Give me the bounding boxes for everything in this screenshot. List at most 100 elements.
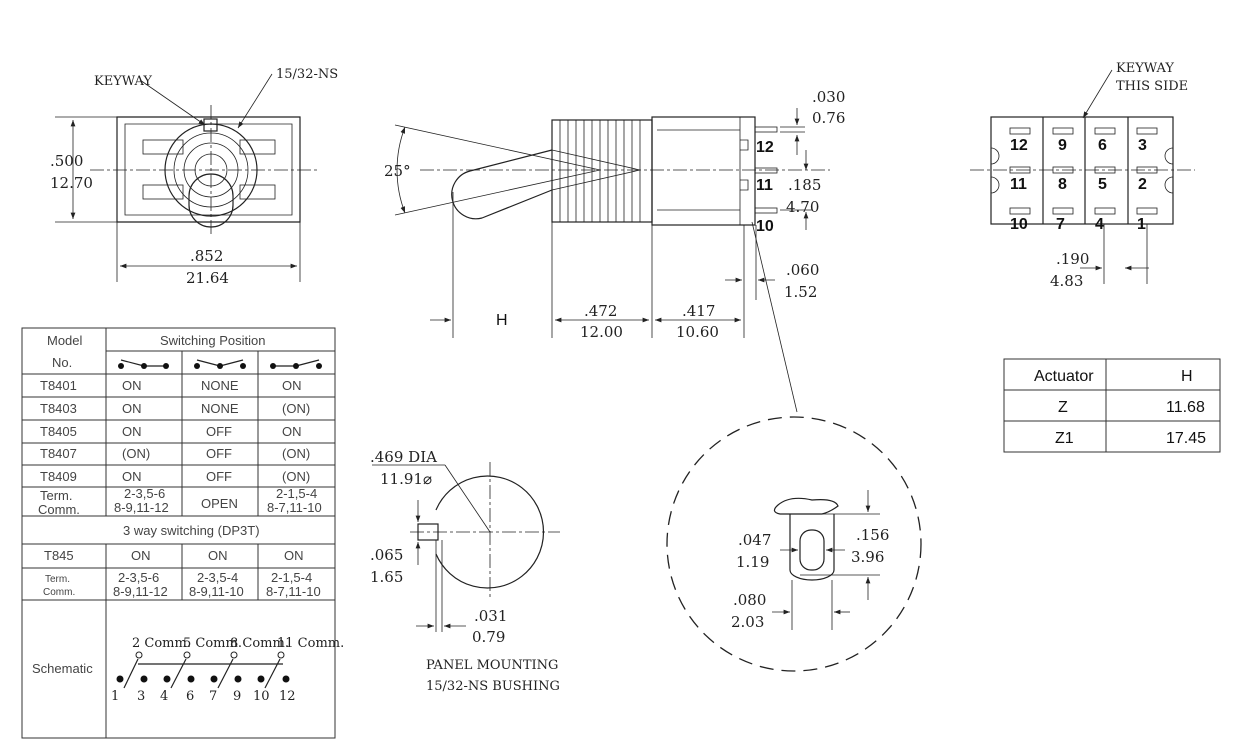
svg-text:11 Comm.: 11 Comm. — [277, 636, 344, 651]
bushing-mm: 12.00 — [580, 323, 623, 341]
svg-text:1: 1 — [111, 689, 119, 704]
body-in: .417 — [682, 302, 715, 320]
schematic-label: Schematic — [32, 661, 93, 676]
svg-text:12: 12 — [279, 689, 296, 704]
panel-flat-mm: 1.65 — [370, 568, 403, 586]
term-len-mm: 1.52 — [784, 283, 817, 301]
svg-text:OPEN: OPEN — [201, 496, 238, 511]
term-thick-mm: 0.76 — [812, 109, 845, 127]
term-thick-in: .030 — [812, 88, 845, 106]
detail-h-in: .156 — [856, 526, 889, 544]
svg-text:OFF: OFF — [206, 469, 232, 484]
detail-w-mm: 1.19 — [736, 553, 769, 571]
position-2-icon — [194, 359, 246, 369]
panel-mounting: .469 DIA 11.91⌀ .065 1.65 .031 0.79 PANE… — [370, 448, 560, 694]
terminal-10: 10 — [756, 218, 774, 235]
pin-2: 2 — [1138, 176, 1147, 193]
width-in: .852 — [190, 247, 223, 265]
height-in: .500 — [50, 152, 83, 170]
spacing-mm: 4.83 — [1050, 272, 1083, 290]
panel-key-mm: 0.79 — [472, 628, 505, 646]
svg-text:NONE: NONE — [201, 378, 239, 393]
pin-5: 5 — [1098, 176, 1107, 193]
actuator-header: Actuator — [1034, 368, 1094, 385]
pitch-mm: 4.70 — [786, 198, 819, 216]
thread-label: 15/32-NS — [276, 67, 338, 82]
svg-text:ON: ON — [284, 548, 304, 563]
svg-text:T8401: T8401 — [40, 378, 77, 393]
panel-caption-1: PANEL MOUNTING — [426, 658, 558, 673]
svg-text:ON: ON — [122, 401, 142, 416]
svg-text:(ON): (ON) — [282, 469, 310, 484]
svg-text:5 Comm.: 5 Comm. — [183, 636, 242, 651]
spacing-in: .190 — [1056, 250, 1089, 268]
actuator-z1: Z1 — [1055, 430, 1074, 447]
svg-text:8-9,11-12: 8-9,11-12 — [113, 584, 168, 599]
svg-text:2 Comm.: 2 Comm. — [132, 636, 191, 651]
pin-4: 4 — [1095, 216, 1104, 233]
width-mm: 21.64 — [186, 269, 229, 287]
table-row: T8407(ON)OFF(ON) — [40, 446, 310, 461]
height-mm: 12.70 — [50, 174, 93, 192]
angle-label: 25° — [384, 162, 411, 180]
panel-caption-2: 15/32-NS BUSHING — [426, 679, 560, 694]
svg-text:(ON): (ON) — [122, 446, 150, 461]
svg-text:ON: ON — [208, 548, 228, 563]
svg-text:10: 10 — [253, 689, 270, 704]
table-row: T845 ON ON ON — [44, 548, 304, 563]
svg-text:3: 3 — [137, 689, 145, 704]
svg-text:NONE: NONE — [201, 401, 239, 416]
h-z: 11.68 — [1166, 399, 1205, 416]
side-view: 25° 12 11 10 .030 0.76 .185 4.70 — [384, 88, 845, 413]
svg-text:2-1,5-4: 2-1,5-4 — [276, 486, 317, 501]
pitch-in: .185 — [788, 176, 821, 194]
svg-text:(ON): (ON) — [282, 401, 310, 416]
terminal-detail: .156 3.96 .047 1.19 .080 2.03 — [666, 416, 922, 672]
detail-w-in: .047 — [738, 531, 771, 549]
svg-text:ON: ON — [131, 548, 151, 563]
svg-text:2-3,5-4: 2-3,5-4 — [197, 570, 238, 585]
position-1-icon — [118, 359, 169, 369]
svg-text:Term.: Term. — [40, 488, 73, 503]
svg-text:4: 4 — [160, 689, 168, 704]
pin-12: 12 — [1010, 137, 1028, 154]
panel-dia-in: .469 DIA — [370, 448, 437, 466]
svg-text:8-9,11-12: 8-9,11-12 — [114, 500, 169, 515]
svg-text:9: 9 — [233, 689, 241, 704]
detail-b-in: .080 — [733, 591, 766, 609]
front-view: KEYWAY 15/32-NS .500 12.70 .852 21.64 — [50, 67, 338, 287]
svg-text:Comm.: Comm. — [38, 502, 80, 517]
detail-b-mm: 2.03 — [731, 613, 764, 631]
panel-key-in: .031 — [474, 607, 507, 625]
svg-text:2-1,5-4: 2-1,5-4 — [271, 570, 312, 585]
svg-text:T8405: T8405 — [40, 424, 77, 439]
pin-10: 10 — [1010, 216, 1028, 233]
model-header: Model — [47, 333, 83, 348]
pin-6: 6 — [1098, 137, 1107, 154]
bushing-in: .472 — [584, 302, 617, 320]
switching-position-header: Switching Position — [160, 333, 266, 348]
h-header: H — [1181, 368, 1193, 385]
pin-7: 7 — [1056, 216, 1065, 233]
term-len-in: .060 — [786, 261, 819, 279]
pin-9: 9 — [1058, 137, 1067, 154]
terminal-11: 11 — [756, 177, 773, 194]
actuator-table: Actuator H Z 11.68 Z1 17.45 — [1003, 358, 1221, 453]
svg-text:T845: T845 — [44, 548, 74, 563]
svg-text:Comm.: Comm. — [43, 587, 75, 598]
actuator-z: Z — [1058, 399, 1068, 416]
no-header: No. — [52, 355, 72, 370]
term-comm-row: Term. Comm. 2-3,5-6 8-9,11-12 OPEN 2-1,5… — [38, 486, 322, 517]
svg-text:8 Comm.: 8 Comm. — [230, 636, 289, 651]
svg-text:2-3,5-6: 2-3,5-6 — [118, 570, 159, 585]
term-comm-row-dp3t: Term. Comm. 2-3,5-6 8-9,11-12 2-3,5-4 8-… — [43, 570, 321, 599]
pin-1: 1 — [1137, 216, 1146, 233]
schematic-diagram: 2 Comm. 5 Comm. 8 Comm. 11 Comm. 1 3 4 6… — [111, 636, 344, 704]
svg-text:2-3,5-6: 2-3,5-6 — [124, 486, 165, 501]
